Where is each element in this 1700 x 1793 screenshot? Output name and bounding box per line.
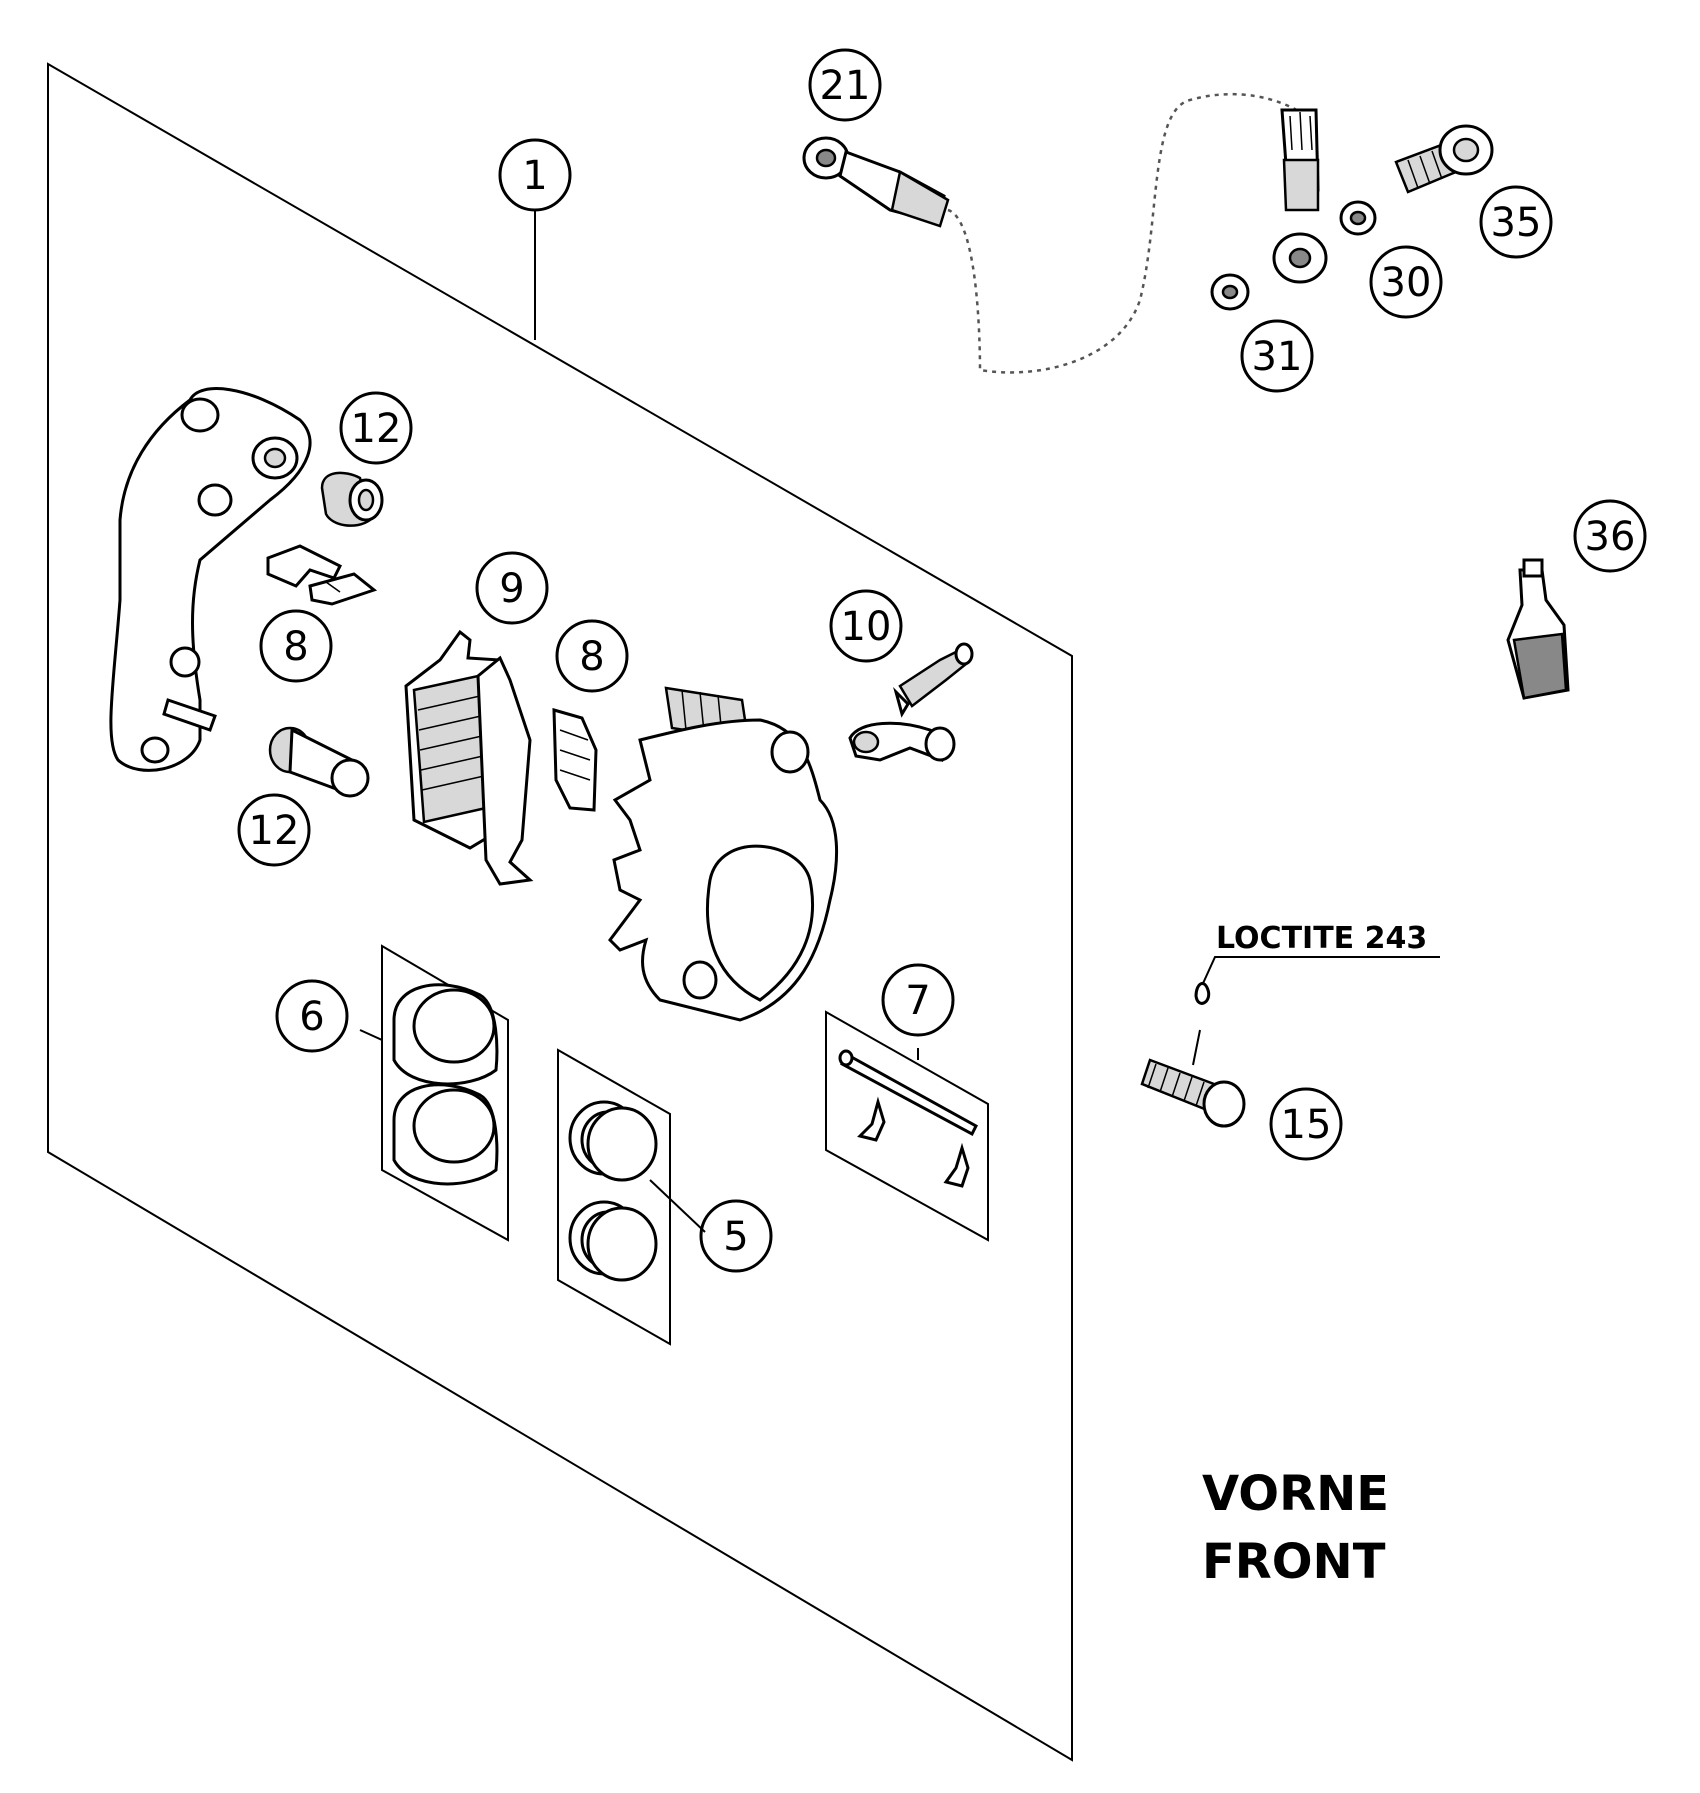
- callout-12-lower-label: 12: [249, 808, 300, 854]
- guide-bushing-upper-part: [320, 471, 384, 527]
- callout-15-label: 15: [1281, 1102, 1332, 1148]
- callout-21-label: 21: [820, 63, 871, 109]
- callout-8-right-label: 8: [579, 634, 604, 680]
- callout-9-label: 9: [499, 566, 524, 612]
- mounting-bolt-part: [1140, 982, 1246, 1128]
- pad-spring-left-part: [266, 544, 378, 606]
- callout-36: 36: [1573, 499, 1647, 573]
- kit-boundary: [47, 62, 1073, 1762]
- callout-21: 21: [808, 48, 882, 122]
- guide-pin-lower-part: [268, 726, 370, 798]
- callout-30: 30: [1369, 245, 1443, 319]
- callout-15: 15: [1269, 1087, 1343, 1161]
- callout-12-upper: 12: [339, 391, 413, 465]
- washer-31-part: [1210, 273, 1250, 311]
- callout-36-label: 36: [1585, 514, 1636, 560]
- loctite-tube-part: [1506, 558, 1570, 700]
- callout-6-label: 6: [299, 994, 324, 1040]
- callout-6: 6: [275, 979, 349, 1053]
- title-line-2: FRONT: [1202, 1534, 1386, 1590]
- bleed-valve-part: [893, 642, 974, 718]
- callout-35-label: 35: [1491, 200, 1542, 246]
- washer-30-part: [1339, 200, 1377, 236]
- callout-31: 31: [1240, 319, 1314, 393]
- callout-1-label: 1: [522, 153, 547, 199]
- brake-line-part: [802, 92, 1328, 374]
- pistons-kit-part: [381, 944, 509, 1242]
- callout-10-label: 10: [841, 604, 892, 650]
- callout-7: 7: [881, 963, 955, 1037]
- brake-pads-part: [404, 629, 534, 886]
- title-line-1: VORNE: [1202, 1466, 1389, 1522]
- callout-5: 5: [699, 1199, 773, 1273]
- callout-9: 9: [475, 551, 549, 625]
- bleed-cap-part: [848, 721, 956, 762]
- callout-8-right: 8: [555, 619, 629, 693]
- callout-10: 10: [829, 589, 903, 663]
- callout-30-label: 30: [1381, 260, 1432, 306]
- pin-clips-kit-part: [825, 1010, 989, 1242]
- loctite-note: LOCTITE 243: [1216, 921, 1427, 956]
- callout-8-left-label: 8: [283, 624, 308, 670]
- callout-31-label: 31: [1252, 334, 1303, 380]
- pad-retainer-right-part: [552, 707, 598, 812]
- callout-1: 1: [498, 138, 572, 212]
- banjo-bolt-part: [1394, 124, 1494, 194]
- callout-35: 35: [1479, 185, 1553, 259]
- callout-8-left: 8: [259, 609, 333, 683]
- callout-7-label: 7: [905, 978, 930, 1024]
- caliper-bracket-part: [109, 387, 312, 772]
- callout-12-lower: 12: [237, 793, 311, 867]
- seals-kit-part: [557, 1048, 671, 1346]
- callout-5-label: 5: [723, 1214, 748, 1260]
- callout-12-upper-label: 12: [351, 406, 402, 452]
- leader-lines: [359, 210, 1440, 1233]
- caliper-body-part: [608, 686, 838, 1022]
